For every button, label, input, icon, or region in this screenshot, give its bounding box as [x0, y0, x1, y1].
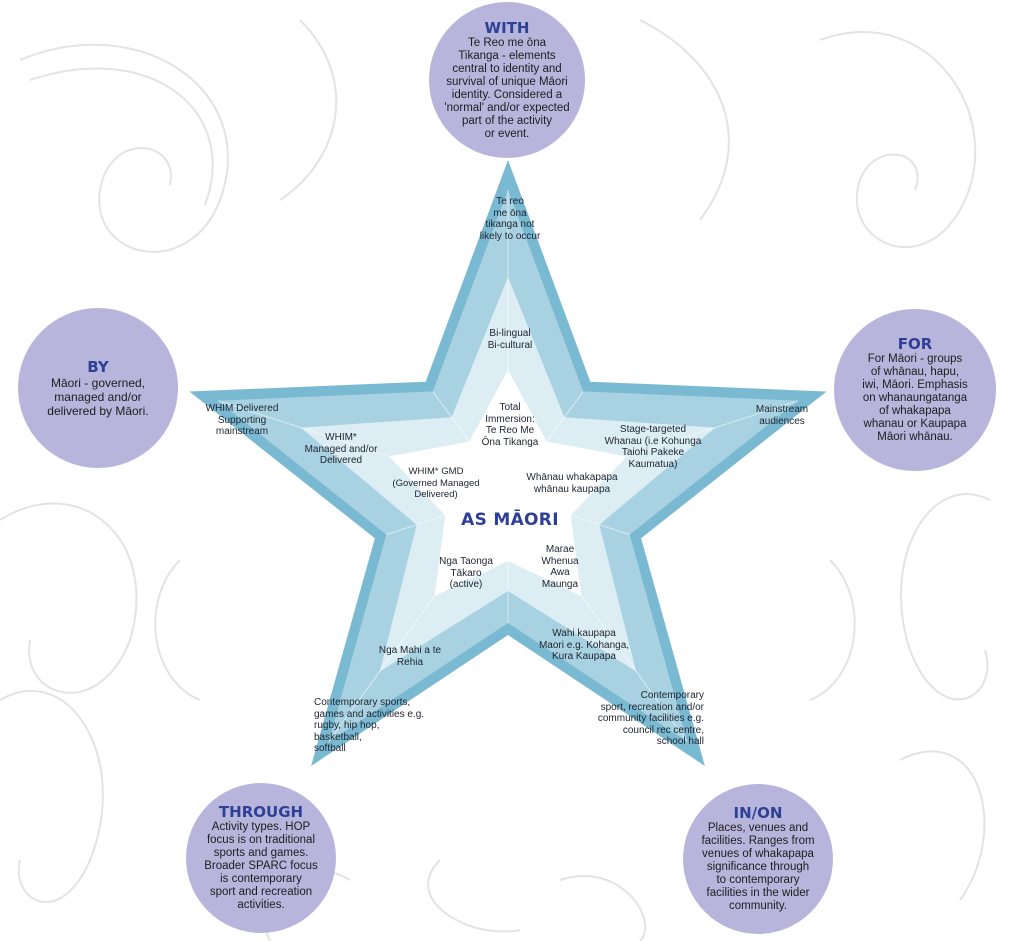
label-right-outer: Mainstream audiences [755, 404, 809, 427]
circle-with-body: Te Reo me ōna Tikanga - elements central… [444, 36, 570, 140]
circle-by: BY Māori - governed, managed and/or deli… [18, 308, 178, 468]
star-layers [189, 160, 827, 766]
star-facet-line [386, 514, 446, 536]
label-br-mid: Wahi kaupapa Maori e.g. Kohanga, Kura Ka… [538, 628, 630, 662]
label-bl-mid: Nga Mahi a te Rehia [378, 645, 442, 668]
circle-by-title: BY [87, 357, 109, 376]
star-facet-line [626, 400, 799, 457]
circle-with: WITH Te Reo me ōna Tikanga - elements ce… [429, 2, 585, 158]
star-facet-line [570, 514, 630, 536]
circle-for: FOR For Māori - groups of whānau, hapu, … [834, 309, 996, 471]
circle-through-body: Activity types. HOP focus is on traditio… [204, 821, 318, 911]
circle-inon-body: Places, venues and facilities. Ranges fr… [701, 822, 815, 912]
star-facet-line [581, 595, 688, 743]
circle-by-body: Māori - governed, managed and/or deliver… [47, 375, 149, 418]
circle-inon: IN/ON Places, venues and facilities. Ran… [683, 784, 833, 934]
label-br-inner: Marae Whenua Awa Maunga [541, 544, 579, 590]
label-br-outer: Contemporary sport, recreation and/or co… [597, 690, 704, 747]
circle-through: THROUGH Activity types. HOP focus is on … [186, 783, 336, 933]
star-facet-line [328, 595, 435, 743]
label-top-outer: Te reo me ōna tikanga not likely to occu… [479, 196, 541, 242]
circle-inon-title: IN/ON [733, 804, 783, 822]
label-top-mid: Bi-lingual Bi-cultural [487, 328, 533, 351]
circle-for-body: For Māori - groups of whānau, hapu, iwi,… [862, 353, 968, 443]
label-bl-inner: Nga Taonga Tākaro (active) [439, 556, 493, 590]
label-left-mid: WHIM* Managed and/or Delivered [304, 432, 378, 466]
label-left-outer: WHIM Delivered Supporting mainstream [205, 403, 279, 437]
label-top-inner: Total Immersion: Te Reo Me Ōna Tikanga [481, 402, 539, 448]
label-right-inner: Whānau whakapapa whānau kaupapa [526, 472, 618, 495]
circle-with-title: WITH [484, 18, 530, 37]
circle-for-title: FOR [897, 335, 933, 353]
circle-through-title: THROUGH [218, 803, 304, 821]
label-left-inner: WHIM* GMD (Governed Managed Delivered) [392, 466, 480, 500]
inner-star [389, 370, 627, 597]
label-right-mid: Stage-targeted Whanau (i.e Kohunga Taioh… [604, 424, 702, 470]
center-title: AS MĀORI [461, 510, 559, 530]
star-facet-line [217, 400, 390, 457]
label-bl-outer: Contemporary sports, games and activitie… [314, 697, 425, 754]
star-facet-line [546, 391, 584, 442]
star-facet-line [432, 391, 470, 442]
